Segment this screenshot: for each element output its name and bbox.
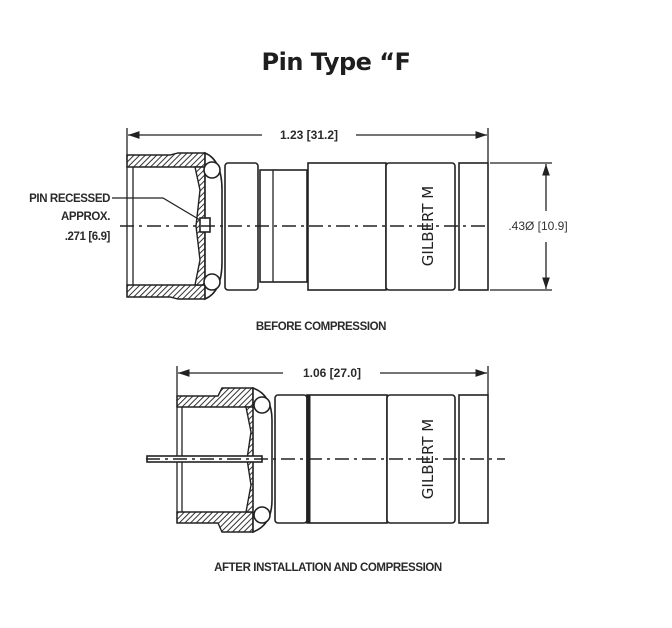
page-title: Pin Type “F: [261, 48, 411, 76]
length-dimension-before: 1.23 [31.2]: [280, 128, 338, 142]
svg-text:.271 [6.9]: .271 [6.9]: [65, 231, 111, 243]
caption-after: AFTER INSTALLATION AND COMPRESSION: [214, 562, 442, 574]
caption-before: BEFORE COMPRESSION: [256, 321, 386, 333]
nut-after: [176, 386, 273, 534]
after-compression-view: 1.06 [27.0] GILBERT M AFTER INSTALLATION…: [146, 366, 505, 574]
length-dimension-after: 1.06 [27.0]: [303, 366, 361, 380]
svg-text:PIN RECESSED: PIN RECESSED: [29, 193, 110, 205]
svg-text:APPROX.: APPROX.: [61, 211, 110, 223]
diameter-dimension: .43Ø [10.9]: [508, 219, 567, 233]
pin-recessed-note: PIN RECESSED APPROX. .271 [6.9]: [29, 193, 201, 243]
before-compression-view: 1.23 [31.2] GILBERT M .43Ø [10.9]: [29, 128, 568, 333]
